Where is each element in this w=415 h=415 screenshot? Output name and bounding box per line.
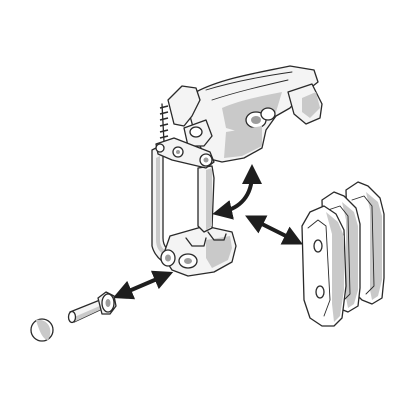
caliper-carrier-bracket xyxy=(151,145,237,277)
brake-pad-set xyxy=(301,181,385,327)
swing-caliper-arrow xyxy=(212,164,262,220)
retaining-spring xyxy=(159,103,169,143)
pad-removal-arrow xyxy=(245,215,303,245)
guide-pin xyxy=(67,291,117,324)
pin-removal-arrow xyxy=(112,270,174,300)
dust-cap xyxy=(30,318,54,342)
brake-caliper-assembly xyxy=(155,65,323,169)
